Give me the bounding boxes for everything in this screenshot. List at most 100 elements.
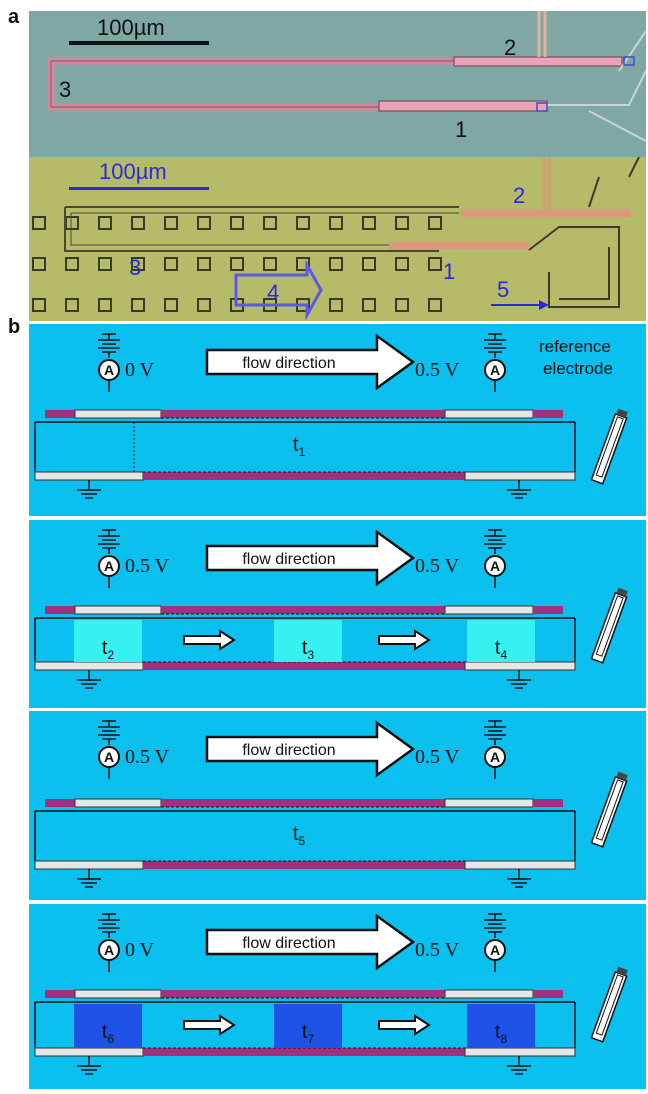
pillar: [198, 217, 210, 229]
pillar: [396, 299, 408, 311]
pillar: [264, 217, 276, 229]
electrode-label: electrode: [543, 359, 613, 378]
right-voltage-label: 0.5 V: [415, 555, 460, 577]
pillar: [231, 217, 243, 229]
diagram-3: A A 0.5 V 0.5 V flow direction t5: [29, 711, 646, 900]
pillar: [330, 258, 342, 270]
panel-label-a: a: [8, 6, 19, 29]
pillar: [396, 217, 408, 229]
scale-bar-line: [69, 41, 209, 45]
ammeter-label: A: [104, 942, 114, 958]
pillar: [429, 258, 441, 270]
magenta-electrode: [533, 410, 563, 418]
magenta-electrode: [161, 990, 445, 998]
white-electrode: [445, 606, 533, 614]
pillar: [330, 299, 342, 311]
magenta-electrode: [143, 1048, 465, 1056]
white-electrode: [445, 990, 533, 998]
pillar: [132, 299, 144, 311]
micrograph-top: 100µm 2 3 1: [29, 11, 646, 157]
ammeter-label: A: [490, 558, 500, 574]
reference-electrode-icon: [591, 966, 628, 1042]
pillar: [231, 258, 243, 270]
label-2-blue: 2: [513, 183, 525, 208]
magenta-electrode: [161, 606, 445, 614]
ammeter-label: A: [104, 749, 114, 765]
scale-bar-label: 100µm: [97, 15, 165, 40]
white-electrode: [35, 861, 143, 869]
pillar: [363, 258, 375, 270]
panel-label-b: b: [8, 316, 20, 339]
white-electrode: [75, 410, 161, 418]
plug-flow-arrow: [184, 631, 234, 649]
flow-direction-label: flow direction: [242, 551, 335, 568]
plug-flow-arrow: [379, 1016, 429, 1034]
reference-electrode-icon: [591, 408, 628, 484]
right-voltage-label: 0.5 V: [415, 359, 460, 381]
scale-bar-line-blue: [69, 187, 209, 190]
pillar: [429, 217, 441, 229]
pillar: [165, 217, 177, 229]
pillar: [198, 299, 210, 311]
electrode-2: [454, 57, 622, 66]
pillar: [330, 217, 342, 229]
pillar: [66, 299, 78, 311]
pillar: [33, 299, 45, 311]
magenta-electrode: [45, 410, 75, 418]
white-electrode: [75, 990, 161, 998]
pillar: [264, 258, 276, 270]
pillar: [429, 299, 441, 311]
ammeter-label: A: [490, 362, 500, 378]
flow-direction-label: flow direction: [242, 935, 335, 952]
ammeter-label: A: [104, 558, 114, 574]
magenta-electrode: [143, 662, 465, 670]
pillar: [99, 217, 111, 229]
label-4-blue: 4: [267, 280, 279, 305]
reference-electrode-icon: [591, 587, 628, 663]
reference-electrode-icon: [591, 771, 628, 847]
magenta-electrode: [161, 410, 445, 418]
white-electrode: [35, 1048, 143, 1056]
ammeter-label: A: [104, 362, 114, 378]
white-electrode: [35, 472, 143, 480]
left-voltage-label: 0.5 V: [125, 555, 170, 577]
pillar: [363, 217, 375, 229]
white-electrode: [75, 799, 161, 807]
magenta-electrode: [533, 799, 563, 807]
right-voltage-label: 0.5 V: [415, 939, 460, 961]
magenta-electrode: [45, 799, 75, 807]
time-label: t5: [293, 823, 306, 848]
right-voltage-label: 0.5 V: [415, 746, 460, 768]
label-3: 3: [59, 77, 71, 102]
label-1: 1: [455, 117, 467, 142]
electrode-1: [389, 242, 529, 250]
time-label: t1: [293, 434, 306, 459]
pillar: [198, 258, 210, 270]
pillar: [165, 299, 177, 311]
pillar: [99, 258, 111, 270]
left-voltage-label: 0 V: [125, 939, 155, 961]
label-2: 2: [504, 35, 516, 60]
magenta-electrode: [143, 472, 465, 480]
left-voltage-label: 0.5 V: [125, 746, 170, 768]
white-electrode: [75, 606, 161, 614]
micrograph-bottom: 100µm 2 3 1 4 5: [29, 157, 646, 321]
ammeter-label: A: [490, 749, 500, 765]
magenta-electrode: [143, 861, 465, 869]
magenta-electrode: [533, 606, 563, 614]
flow-direction-label: flow direction: [242, 742, 335, 759]
white-electrode: [465, 662, 575, 670]
plug-flow-arrow: [184, 1016, 234, 1034]
pillar: [297, 217, 309, 229]
pillar: [165, 258, 177, 270]
lead-line: [539, 11, 545, 57]
magenta-electrode: [161, 799, 445, 807]
label-1-blue: 1: [443, 259, 455, 284]
label-5-blue: 5: [497, 277, 509, 302]
channel-path: [51, 61, 619, 107]
diagram-4: AA0 V0.5 Vflow directiont6t7t8: [29, 904, 646, 1089]
magenta-electrode: [45, 990, 75, 998]
white-electrode: [465, 1048, 575, 1056]
